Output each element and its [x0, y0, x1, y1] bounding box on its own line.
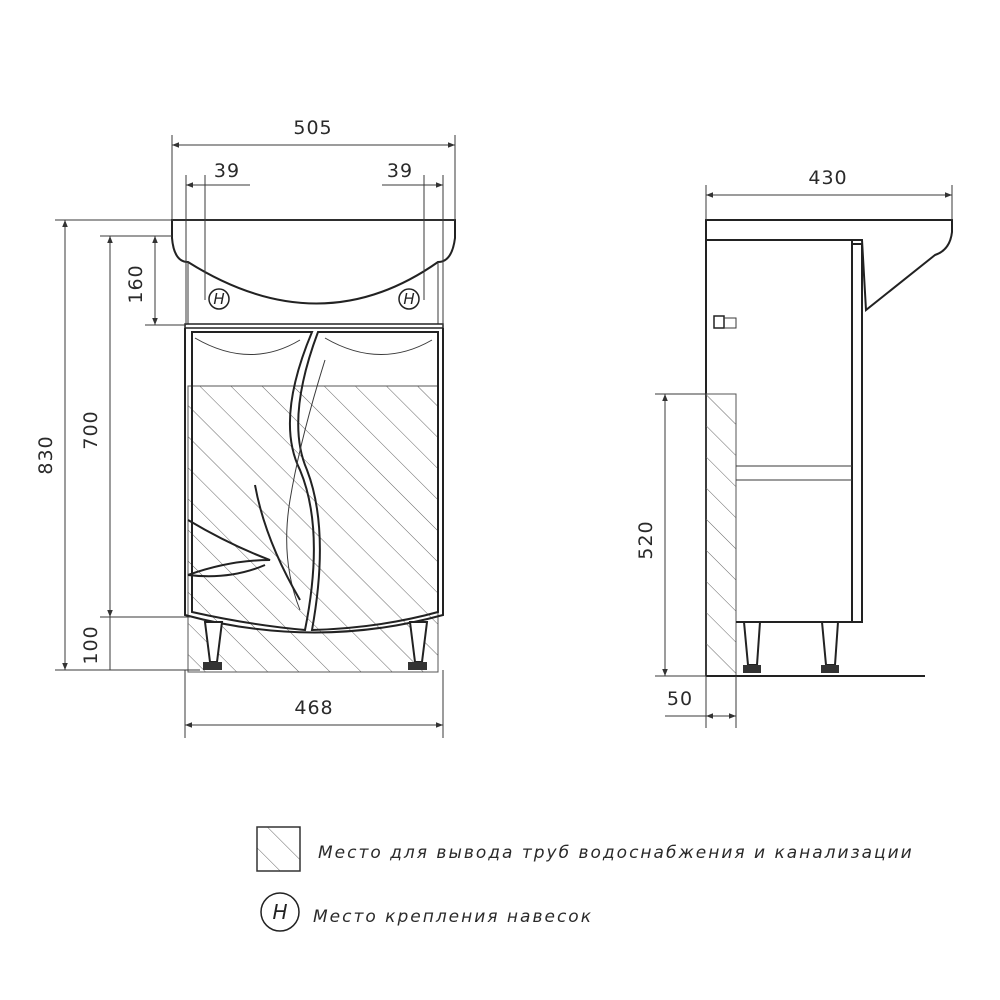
svg-text:H: H [403, 290, 414, 308]
dim-cabinet-height: 700 [80, 410, 102, 449]
cabinet-body [184, 328, 444, 634]
leg-side-back [742, 621, 762, 666]
svg-text:Место для вывода труб водоснаб: Место для вывода труб водоснабжения и ка… [318, 843, 914, 863]
dim-offset-right: 39 [387, 160, 413, 182]
legend: Место для вывода труб водоснабжения и ка… [256, 826, 914, 932]
mount-mark-right: H [398, 288, 420, 310]
side-dimensions: 430 520 50 [635, 167, 953, 728]
hatch-box-icon [256, 826, 301, 872]
dim-width-total: 505 [293, 117, 332, 139]
cabinet-side [706, 239, 853, 623]
cabinet-top-strip [184, 323, 444, 329]
front-dimensions: 505 39 39 830 700 160 100 468 [35, 117, 456, 738]
side-view [705, 219, 953, 677]
front-view: H H [171, 219, 456, 673]
leg-side-front [820, 621, 840, 666]
door-right [297, 331, 439, 632]
dim-height-total: 830 [35, 435, 57, 474]
dim-offset-left: 39 [214, 160, 240, 182]
door-left [191, 331, 315, 632]
sink-side [705, 219, 953, 312]
legend-item-mount: H Место крепления навесок [260, 892, 593, 932]
dim-leg-height: 100 [80, 625, 102, 664]
pipe-zone-side [705, 393, 737, 677]
sink-outline [171, 219, 456, 305]
dim-zone-width: 50 [667, 688, 693, 710]
mount-h-icon [260, 892, 300, 932]
dim-zone-height: 520 [635, 520, 657, 559]
dim-top-height: 160 [125, 264, 147, 303]
svg-text:Место крепления навесок: Место крепления навесок [313, 907, 593, 927]
dim-depth: 430 [808, 167, 847, 189]
svg-text:H: H [213, 290, 224, 308]
dim-bottom-width: 468 [294, 697, 333, 719]
mount-mark-left: H [208, 288, 230, 310]
svg-text:H: H [272, 900, 287, 924]
legend-item-pipes: Место для вывода труб водоснабжения и ка… [256, 826, 914, 872]
